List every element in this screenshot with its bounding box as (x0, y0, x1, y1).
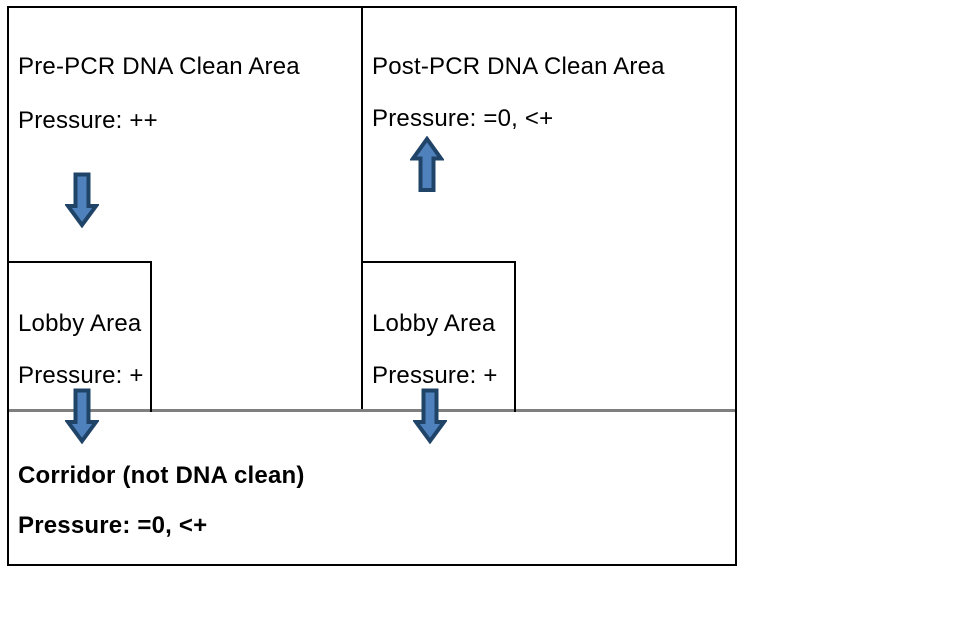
lobby-right-pressure-label: Pressure: + (372, 362, 498, 389)
lobby-left-title: Lobby Area (18, 310, 142, 337)
corridor-pressure-label: Pressure: =0, <+ (18, 512, 208, 539)
post-pcr-area-title: Post-PCR DNA Clean Area (372, 53, 665, 80)
pre-post-divider-wall (361, 8, 363, 410)
down-arrow-icon (413, 388, 447, 444)
post-pcr-pressure-label: Pressure: =0, <+ (372, 105, 554, 132)
down-arrow-icon (65, 388, 99, 444)
lobby-right-title: Lobby Area (372, 310, 496, 337)
pre-pcr-area-title: Pre-PCR DNA Clean Area (18, 53, 300, 80)
corridor-boundary-line (9, 409, 735, 412)
down-arrow-icon (65, 172, 99, 228)
lobby-left-box (9, 261, 152, 412)
corridor-title: Corridor (not DNA clean) (18, 462, 305, 489)
up-arrow-icon (410, 136, 444, 192)
lobby-left-pressure-label: Pressure: + (18, 362, 144, 389)
lobby-right-box (363, 261, 516, 412)
outer-wall (7, 6, 737, 566)
pre-pcr-pressure-label: Pressure: ++ (18, 107, 158, 134)
